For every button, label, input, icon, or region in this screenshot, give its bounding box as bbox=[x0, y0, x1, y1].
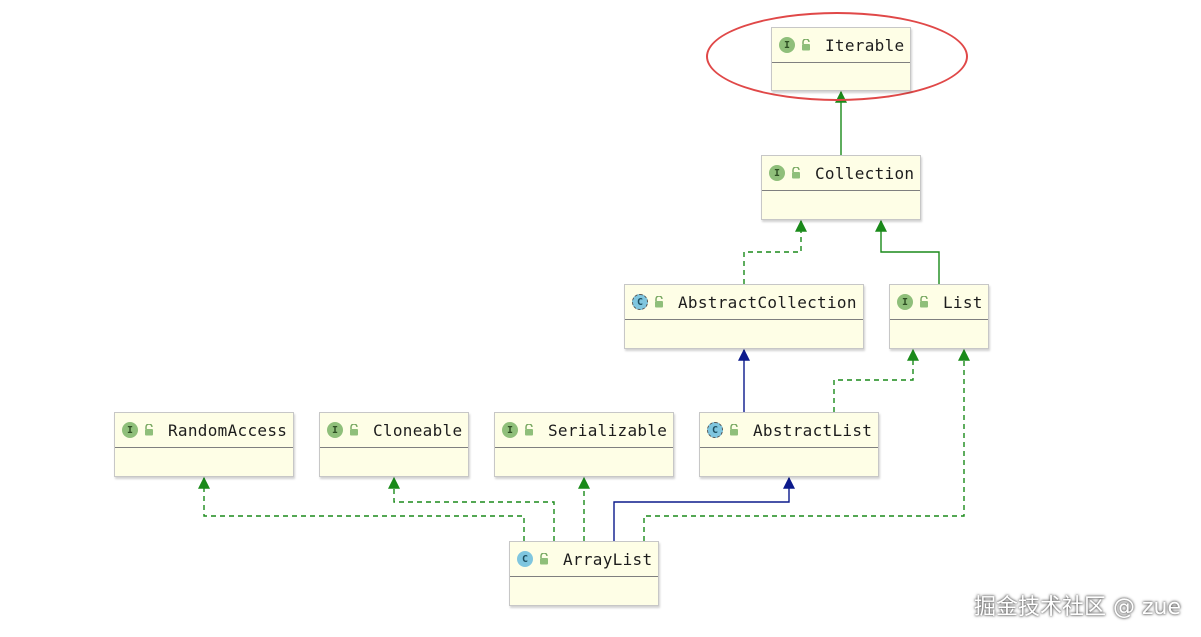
unlocked-icon bbox=[792, 167, 800, 179]
node-serializable[interactable]: I Serializable bbox=[494, 412, 674, 477]
node-abstract-collection[interactable]: C AbstractCollection bbox=[624, 284, 864, 349]
edge-list-to-collection bbox=[875, 219, 940, 284]
unlocked-icon bbox=[350, 424, 358, 436]
unlocked-icon bbox=[802, 39, 810, 51]
unlocked-icon bbox=[525, 424, 533, 436]
interface-icon: I bbox=[779, 37, 795, 53]
watermark: 掘金技术社区 @ zue bbox=[973, 595, 1181, 620]
node-label: AbstractCollection bbox=[678, 292, 857, 312]
node-collection[interactable]: I Collection bbox=[761, 155, 921, 220]
node-label: Collection bbox=[815, 163, 915, 183]
edge-abstract-collection-to-collection bbox=[743, 219, 807, 284]
node-label: Iterable bbox=[825, 35, 905, 55]
iterable-highlight-ellipse bbox=[706, 12, 968, 101]
node-cloneable[interactable]: I Cloneable bbox=[319, 412, 469, 477]
node-array-list[interactable]: C ArrayList bbox=[509, 541, 659, 606]
interface-icon: I bbox=[327, 422, 343, 438]
unlocked-icon bbox=[145, 424, 153, 436]
node-label: Serializable bbox=[548, 420, 668, 440]
node-label: AbstractList bbox=[753, 420, 873, 440]
unlocked-icon bbox=[920, 296, 928, 308]
class-icon: C bbox=[517, 551, 533, 567]
abstract-class-icon: C bbox=[707, 422, 723, 438]
edge-array-list-to-abstract-list bbox=[613, 476, 795, 541]
interface-icon: I bbox=[897, 294, 913, 310]
node-random-access[interactable]: I RandomAccess bbox=[114, 412, 294, 477]
unlocked-icon bbox=[730, 424, 738, 436]
interface-icon: I bbox=[122, 422, 138, 438]
interface-icon: I bbox=[769, 165, 785, 181]
edge-array-list-to-cloneable bbox=[388, 476, 555, 541]
node-label: ArrayList bbox=[563, 549, 653, 569]
node-iterable[interactable]: I Iterable bbox=[771, 27, 911, 91]
edge-array-list-to-random-access bbox=[198, 476, 525, 541]
node-label: Cloneable bbox=[373, 420, 463, 440]
node-label: List bbox=[943, 292, 983, 312]
interface-icon: I bbox=[502, 422, 518, 438]
node-abstract-list[interactable]: C AbstractList bbox=[699, 412, 879, 477]
unlocked-icon bbox=[655, 296, 663, 308]
edge-abstract-list-to-list bbox=[833, 348, 919, 412]
abstract-class-icon: C bbox=[632, 294, 648, 310]
unlocked-icon bbox=[540, 553, 548, 565]
node-list[interactable]: I List bbox=[889, 284, 989, 349]
node-label: RandomAccess bbox=[168, 420, 288, 440]
edge-array-list-to-list bbox=[643, 348, 970, 541]
